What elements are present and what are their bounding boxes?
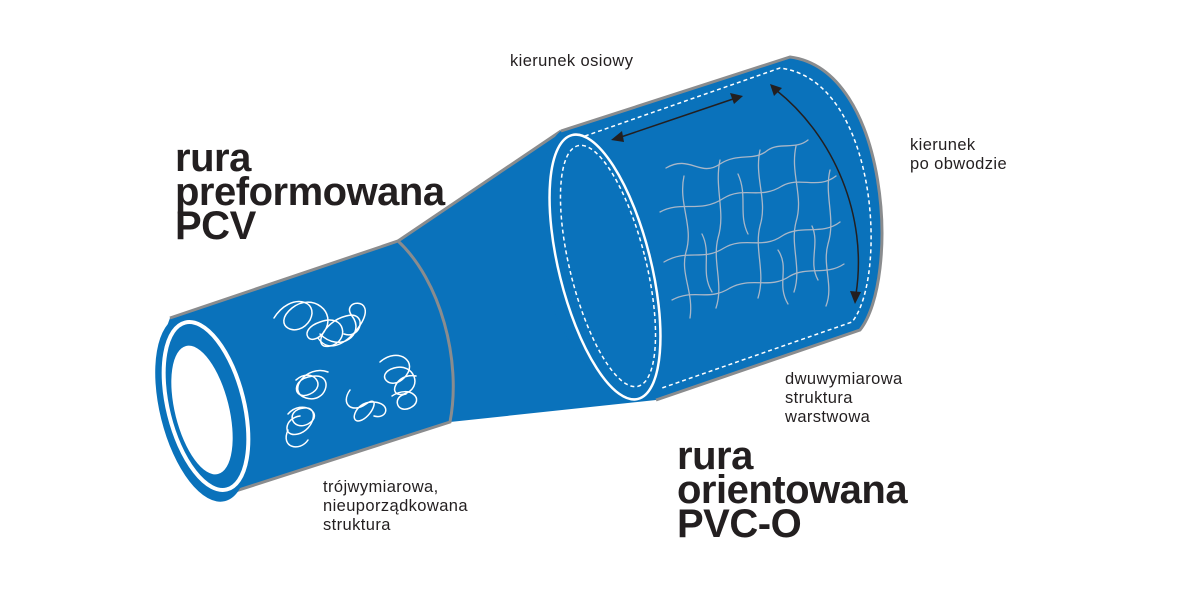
layered-network (659, 139, 845, 319)
layered-label-line: warstwowa (785, 408, 871, 426)
circumferential-arrow (770, 84, 861, 304)
preform-end-opening (171, 345, 233, 475)
circumferential-label-line: kierunek (910, 136, 976, 154)
preform-pipe-label: rura preformowana PCV (175, 136, 445, 248)
random-label-line: nieuporządkowana (323, 497, 468, 515)
oriented-label-line: rura (677, 434, 753, 478)
cone-edge-top (397, 129, 562, 243)
oriented-pipe-outline (560, 55, 884, 402)
preform-pipe-outline (169, 239, 455, 498)
axial-label-line: kierunek osiowy (510, 52, 634, 70)
oriented-opening (548, 133, 662, 401)
axial-direction-label: kierunek osiowy (510, 52, 633, 71)
oriented-dashed-outline (564, 67, 872, 389)
oriented-pipe-label: rura orientowana PVC-O (677, 434, 908, 546)
random-structure-label: trójwymiarowa, nieuporządkowana struktur… (323, 478, 468, 535)
preform-label-line: PCV (175, 204, 256, 248)
layered-label-line: struktura (785, 389, 853, 407)
layered-label-line: dwuwymiarowa (785, 370, 903, 388)
random-fibers (273, 300, 418, 448)
random-label-line: struktura (323, 516, 391, 534)
preform-end-ring-stripe (161, 320, 251, 492)
oriented-label-line: PVC-O (677, 502, 802, 546)
circumferential-direction-label: kierunek po obwodzie (910, 136, 1007, 174)
layered-structure-label: dwuwymiarowa struktura warstwowa (785, 370, 903, 427)
oriented-label-line: orientowana (677, 468, 908, 512)
preform-label-line: preformowana (175, 170, 445, 214)
preform-label-line: rura (175, 136, 251, 180)
random-label-line: trójwymiarowa, (323, 478, 439, 496)
oriented-opening-dashed (559, 144, 657, 388)
axial-arrow (611, 93, 743, 142)
circumferential-label-line: po obwodzie (910, 155, 1008, 173)
